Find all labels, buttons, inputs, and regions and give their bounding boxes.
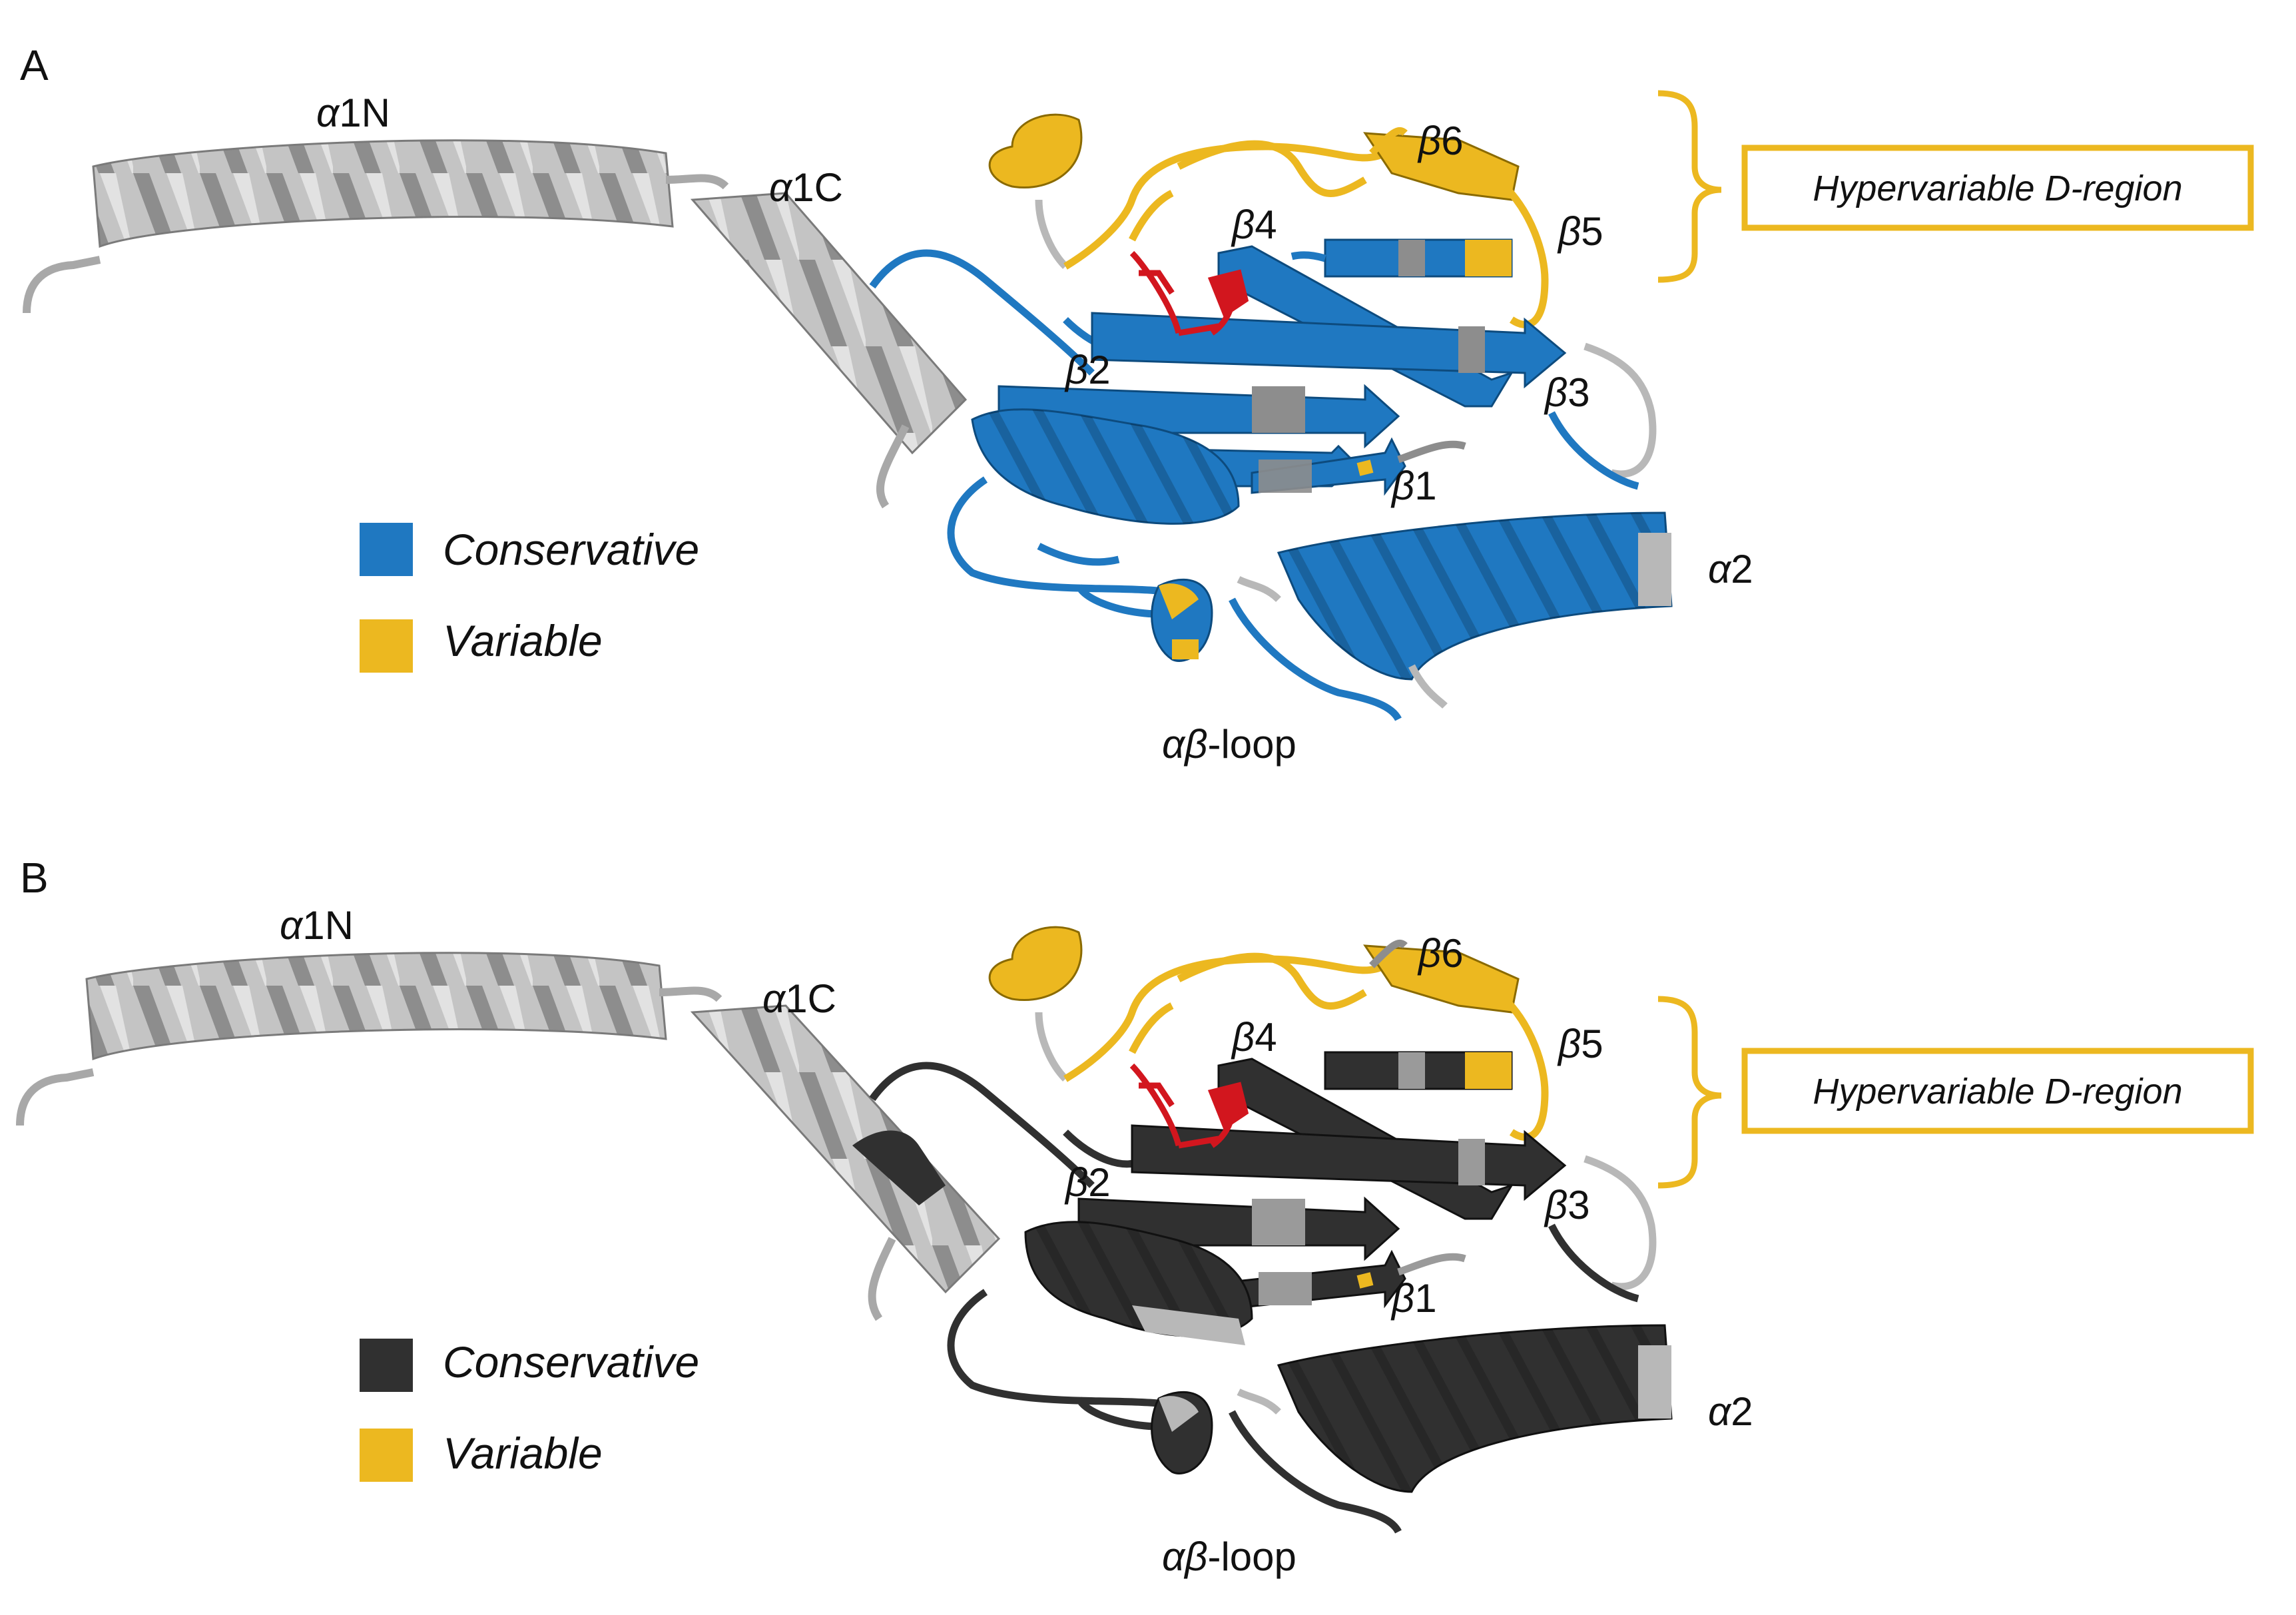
helix-alpha1n [23,139,729,314]
legend-swatch-conservative [360,1339,413,1392]
loops [869,249,1657,721]
helix-alpha1c [690,1004,1001,1321]
helix-small [1151,1391,1213,1474]
label-alpha1n: α1N [316,91,390,135]
label-ab-loop: αβ-loop [1162,1534,1296,1579]
label-alpha1c: α1C [762,976,836,1021]
label-alpha2: α2 [1708,547,1753,591]
panel-b: B [16,854,2254,1579]
brace [1657,90,1722,283]
helix-central [1024,1221,1253,1345]
legend-label-variable: Variable [443,1429,603,1478]
panel-letter: B [20,854,49,902]
label-beta2: β2 [1064,348,1111,392]
helix-small [1151,578,1213,662]
helix-alpha2 [1277,1324,1673,1493]
brace [1657,996,1722,1189]
legend-swatch-conservative [360,523,413,576]
region-label: Hypervariable D-region [1813,1072,2182,1112]
legend-label-conservative: Conservative [443,1337,699,1387]
legend: Conservative Variable [360,523,699,673]
label-beta5: β5 [1557,1022,1603,1066]
helix-central [971,408,1240,525]
label-beta6: β6 [1417,119,1464,163]
label-beta3: β3 [1544,370,1590,415]
region-box [1741,1048,2254,1134]
hypervariable-loops [988,113,1549,328]
label-beta4: β4 [1231,202,1277,247]
label-beta2: β2 [1064,1160,1111,1205]
hypervariable-region-callout: Hypervariable D-region [1657,90,2254,283]
region-label: Hypervariable D-region [1813,168,2182,208]
panel-a: A [20,41,2254,767]
label-alpha2: α2 [1708,1389,1753,1434]
active-site-residues [1129,1063,1249,1149]
label-alpha1c: α1C [769,165,843,210]
label-ab-loop: αβ-loop [1162,722,1296,767]
helix-alpha2 [1277,511,1673,709]
label-beta3: β3 [1544,1183,1590,1227]
legend-label-conservative: Conservative [443,525,699,574]
label-beta1: β1 [1390,1276,1437,1321]
region-box [1741,145,2254,231]
legend-swatch-variable [360,619,413,673]
legend: Conservative Variable [360,1337,699,1482]
structure-labels: α1N α1C β6 β5 β4 β2 β3 β1 α2 αβ-loop [280,903,1753,1579]
label-alpha1n: α1N [280,903,354,948]
legend-swatch-variable [360,1429,413,1482]
helix-alpha1c [690,192,968,509]
beta-strand-b5 [1324,1051,1513,1090]
label-beta5: β5 [1557,209,1603,254]
label-beta4: β4 [1231,1015,1277,1060]
hypervariable-region-callout: Hypervariable D-region [1657,996,2254,1189]
helix-alpha1n [16,952,722,1126]
legend-label-variable: Variable [443,616,603,665]
panel-letter: A [20,41,49,89]
structure-labels: α1N α1C β6 β5 β4 β2 β3 β1 α2 αβ-loop [316,91,1753,767]
beta-strand-b5 [1291,238,1513,278]
label-beta6: β6 [1417,931,1464,976]
label-beta1: β1 [1390,464,1437,508]
hypervariable-loops [988,926,1549,1141]
active-site-residues [1129,250,1249,336]
